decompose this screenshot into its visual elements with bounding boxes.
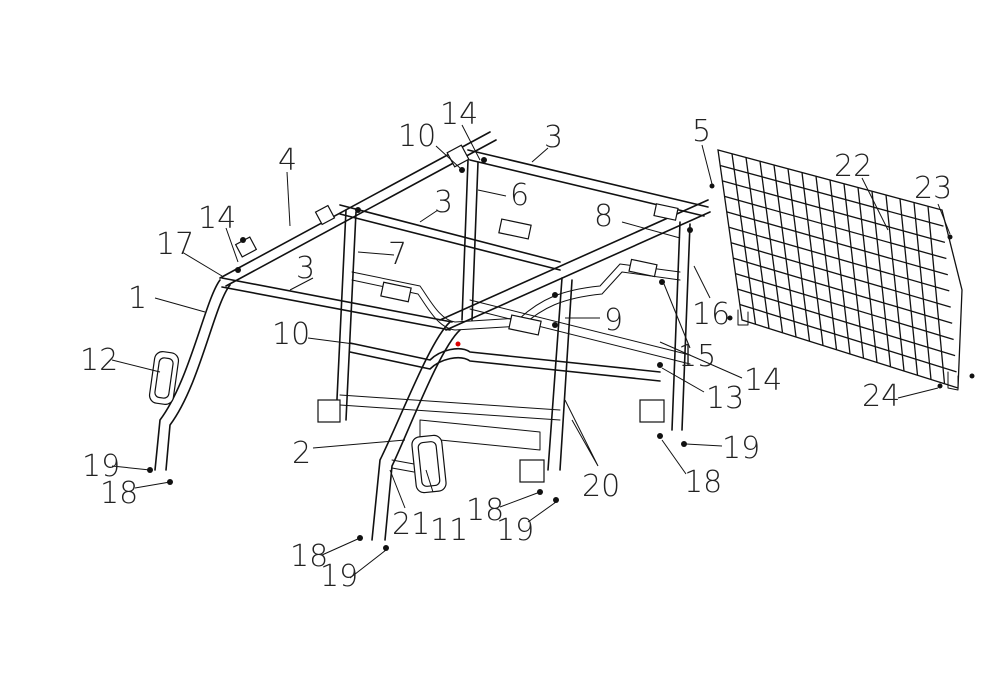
pillar-part-7: [335, 209, 357, 421]
callout-3: 3: [544, 120, 563, 155]
pillar-part-2: [371, 321, 461, 541]
callout-21: 21: [392, 507, 430, 542]
floor-bar: [339, 394, 561, 451]
mesh-vertical-wire: [843, 183, 865, 359]
mirror-part-11: [391, 434, 447, 494]
mesh-horizontal-wire: [724, 195, 947, 260]
lower-bar-part-10: [349, 342, 661, 382]
mesh-vertical-wire: [759, 161, 784, 333]
rear-right-post: [671, 221, 691, 431]
callout-10: 10: [398, 119, 436, 154]
callout-18: 18: [466, 493, 504, 528]
callout-17: 17: [156, 227, 194, 262]
post-part-6: [461, 159, 479, 321]
mirror-part-12: [148, 351, 180, 405]
mesh-horizontal-wire: [728, 226, 950, 292]
callout-20: 20: [582, 469, 620, 504]
pillar-part-9: [547, 277, 573, 471]
callout-5: 5: [692, 114, 711, 149]
callout-12: 12: [80, 343, 118, 378]
mesh-vertical-wire: [857, 187, 878, 363]
mesh-vertical-wire: [731, 153, 757, 325]
tube-part-3-front: [221, 277, 453, 331]
tube-part-8: [439, 199, 711, 331]
mesh-vertical-wire: [787, 168, 811, 342]
mesh-vertical-wire: [801, 172, 824, 346]
callout-6: 6: [510, 178, 529, 213]
rear-lower-bar: [469, 299, 691, 365]
callout-labels: 1 2 3 3 3 4 5 6 7 8 9 10 10 11 12 13 14 …: [80, 97, 952, 594]
mesh-vertical-wire: [899, 198, 919, 376]
callout-10: 10: [272, 317, 310, 352]
callout-15: 15: [678, 339, 716, 374]
leader-lines: [111, 124, 951, 579]
callout-19: 19: [320, 559, 358, 594]
mesh-vertical-wire: [913, 202, 932, 380]
callout-1: 1: [128, 281, 147, 316]
callout-23: 23: [914, 171, 952, 206]
callout-14: 14: [440, 97, 478, 132]
mesh-vertical-wire: [773, 164, 797, 338]
mesh-vertical-wire: [871, 191, 892, 367]
mesh-horizontal-wire: [733, 257, 953, 324]
mesh-horizontal-wire: [720, 164, 944, 227]
mesh-grid: [720, 153, 957, 384]
callout-3: 3: [434, 185, 453, 220]
callout-7: 7: [388, 237, 407, 272]
callout-19: 19: [722, 431, 760, 466]
callout-8: 8: [594, 199, 613, 234]
callout-2: 2: [292, 436, 311, 471]
mesh-horizontal-wire: [739, 303, 957, 373]
mesh-vertical-wire: [745, 157, 770, 329]
mounting-brackets: [234, 144, 679, 483]
tube-part-3-rear: [467, 149, 709, 217]
callout-19: 19: [496, 513, 534, 548]
callout-19: 19: [82, 449, 120, 484]
tube-part-3-middle: [339, 204, 561, 271]
callout-24: 24: [862, 379, 900, 414]
callout-11: 11: [430, 513, 468, 548]
tube-part-4: [219, 131, 497, 287]
callout-4: 4: [278, 143, 297, 178]
callout-14: 14: [198, 201, 236, 236]
mesh-horizontal-wire: [722, 180, 946, 243]
mesh-vertical-wire: [927, 206, 946, 384]
mesh-horizontal-wire: [737, 288, 956, 357]
callout-14: 14: [744, 363, 782, 398]
callout-18: 18: [100, 476, 138, 511]
mesh-horizontal-wire: [730, 242, 951, 308]
callout-16: 16: [692, 297, 730, 332]
mesh-horizontal-wire: [735, 273, 954, 341]
mesh-screen-part-22: [717, 149, 963, 391]
callout-18: 18: [290, 539, 328, 574]
callout-18: 18: [684, 465, 722, 500]
mesh-vertical-wire: [885, 194, 905, 372]
pillar-part-1: [154, 279, 231, 471]
callout-3: 3: [296, 251, 315, 286]
callout-13: 13: [706, 381, 744, 416]
mesh-vertical-wire: [815, 176, 838, 350]
mesh-horizontal-wire: [726, 211, 948, 276]
callout-22: 22: [834, 149, 872, 184]
callout-9: 9: [604, 303, 623, 338]
mesh-vertical-wire: [829, 179, 851, 355]
